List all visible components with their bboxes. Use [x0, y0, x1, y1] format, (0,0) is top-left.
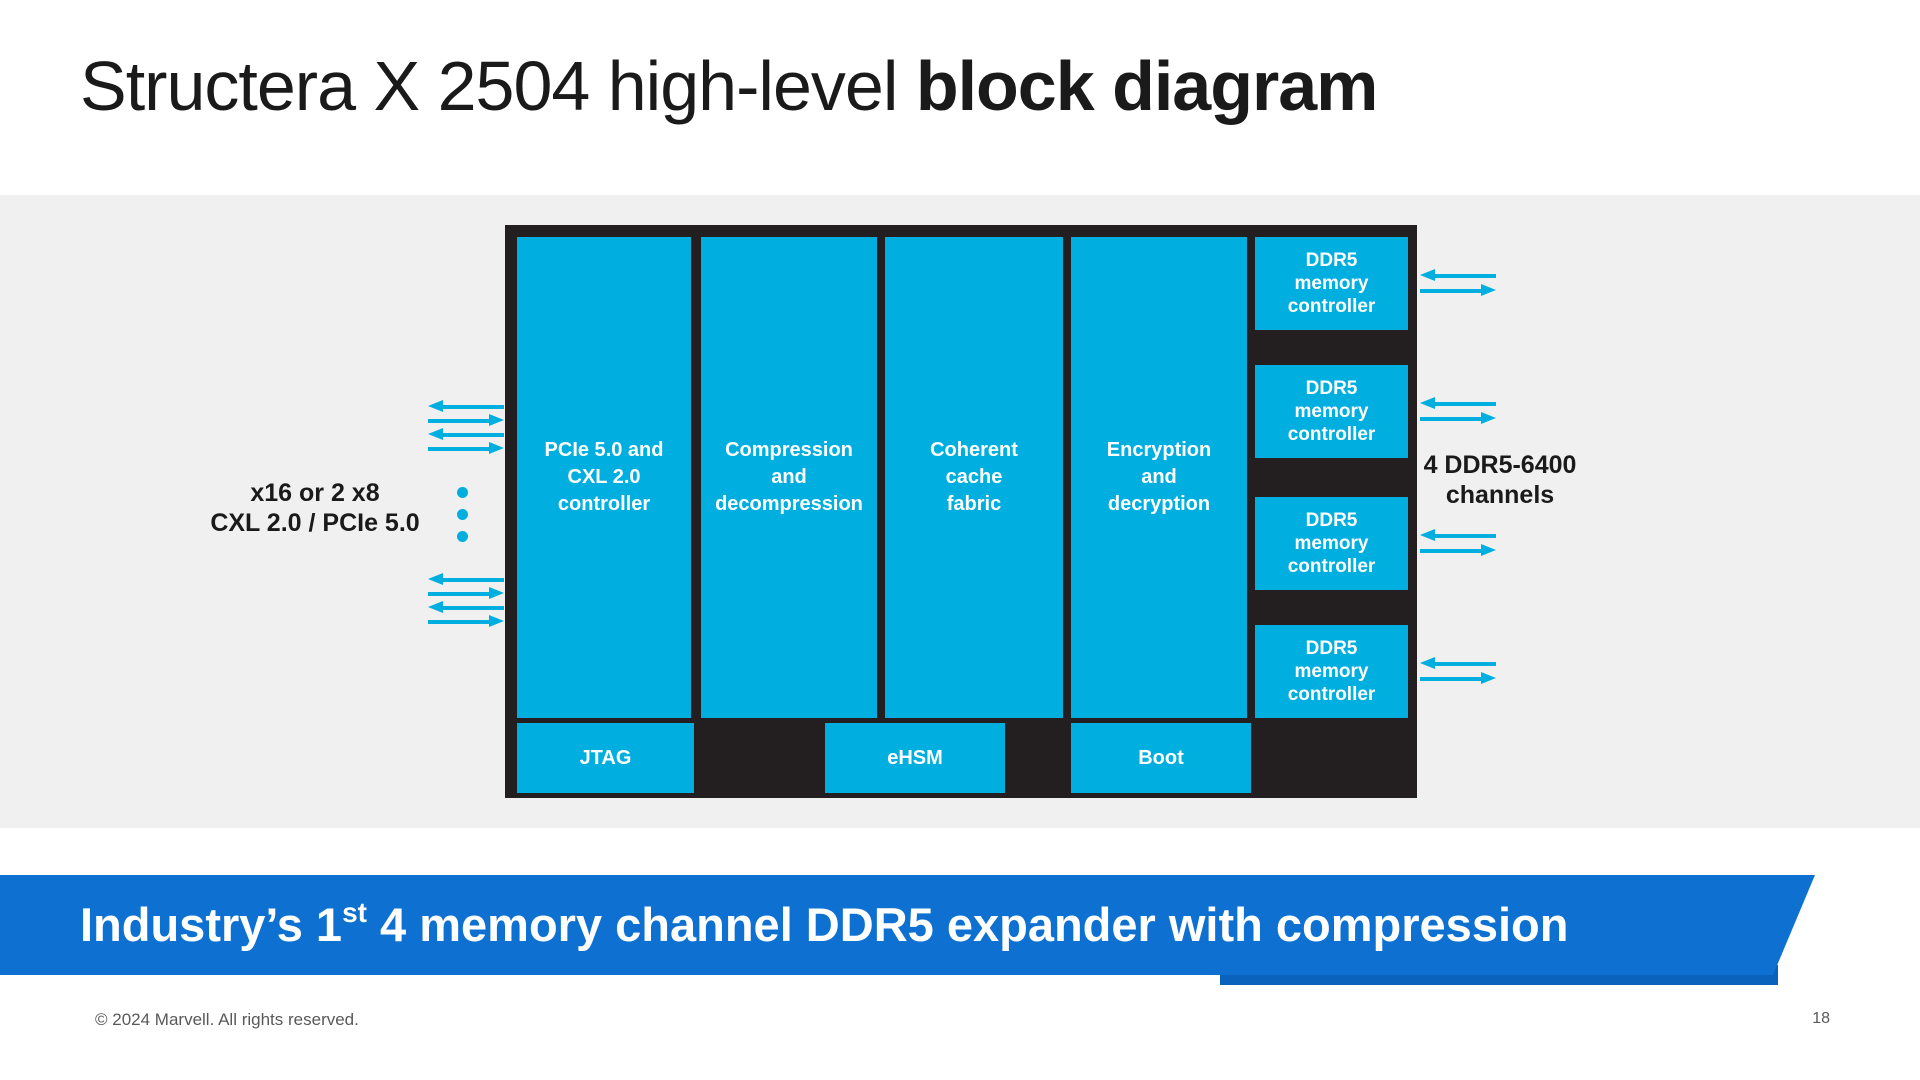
right-channels-label: 4 DDR5-6400 channels [1405, 450, 1595, 510]
arrow-right-icon [1420, 544, 1496, 557]
block-boot: Boot [1071, 723, 1251, 793]
arrow-right-icon [428, 414, 504, 427]
arrow-right-icon [1420, 412, 1496, 425]
ellipsis-dot-icon [457, 509, 468, 520]
block-encryption-decryption: Encryption and decryption [1071, 237, 1247, 718]
block-pcie-cxl-controller: PCIe 5.0 and CXL 2.0 controller [517, 237, 691, 718]
ellipsis-dot-icon [457, 531, 468, 542]
arrow-left-icon [428, 601, 504, 614]
arrow-left-icon [1420, 529, 1496, 542]
page-title-bold: block diagram [915, 47, 1379, 125]
arrow-right-icon [428, 587, 504, 600]
arrow-right-icon [1420, 672, 1496, 685]
block-ddr5-memory-controller-4: DDR5 memory controller [1255, 625, 1408, 718]
ellipsis-dot-icon [457, 487, 468, 498]
copyright-text: © 2024 Marvell. All rights reserved. [95, 1010, 359, 1029]
page-title-regular: Structera X 2504 high-level [80, 47, 916, 125]
block-ehsm: eHSM [825, 723, 1005, 793]
banner-superscript: st [342, 897, 367, 928]
page-number: 18 [1812, 1010, 1830, 1027]
left-interface-line1: x16 or 2 x8 [250, 479, 380, 507]
arrow-left-icon [1420, 269, 1496, 282]
arrow-left-icon [428, 400, 504, 413]
banner: Industry’s 1st 4 memory channel DDR5 exp… [0, 875, 1815, 975]
left-interface-line2: CXL 2.0 / PCIe 5.0 [210, 509, 420, 537]
arrow-right-icon [428, 615, 504, 628]
block-ddr5-memory-controller-3: DDR5 memory controller [1255, 497, 1408, 590]
arrow-right-icon [1420, 284, 1496, 297]
arrow-left-icon [1420, 397, 1496, 410]
left-interface-label: x16 or 2 x8 CXL 2.0 / PCIe 5.0 [170, 478, 460, 538]
block-jtag: JTAG [517, 723, 694, 793]
arrow-left-icon [428, 573, 504, 586]
arrow-left-icon [428, 428, 504, 441]
right-channels-line2: channels [1445, 481, 1555, 509]
right-channels-line1: 4 DDR5-6400 [1423, 451, 1577, 479]
chip-outline: PCIe 5.0 and CXL 2.0 controller Compress… [505, 225, 1417, 798]
block-coherent-cache-fabric: Coherent cache fabric [885, 237, 1063, 718]
block-compression-decompression: Compression and decompression [701, 237, 877, 718]
banner-text-prefix: Industry’s 1 [80, 898, 343, 951]
banner-text-suffix: 4 memory channel DDR5 expander with comp… [366, 898, 1569, 951]
arrow-right-icon [428, 442, 504, 455]
block-ddr5-memory-controller-2: DDR5 memory controller [1255, 365, 1408, 458]
page-title: Structera X 2504 high-level block diagra… [80, 47, 1379, 125]
arrow-left-icon [1420, 657, 1496, 670]
block-ddr5-memory-controller-1: DDR5 memory controller [1255, 237, 1408, 330]
